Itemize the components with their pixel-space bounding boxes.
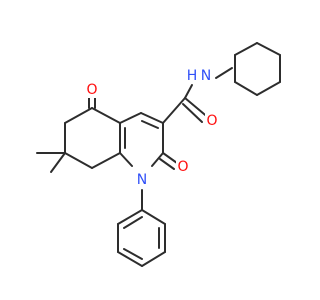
bond [162, 152, 178, 164]
bond [91, 152, 121, 169]
atom-mask [205, 113, 219, 129]
atom-labels: O N H O O N [85, 68, 219, 188]
bond [234, 42, 258, 56]
ring-nitrogen-label: N [137, 172, 147, 188]
atom-mask [85, 82, 99, 98]
bond [119, 112, 142, 124]
lactam-oxygen-label: O [177, 159, 188, 175]
bond [64, 152, 93, 169]
atom-mask [134, 172, 150, 188]
bond [50, 152, 66, 173]
bond [141, 209, 166, 225]
bond [91, 107, 121, 124]
bond [162, 97, 186, 124]
bond [117, 209, 143, 225]
amide-oxygen-label: O [206, 113, 217, 129]
bond [119, 152, 133, 167]
bond [151, 152, 164, 167]
bond [117, 251, 143, 267]
atom-mask [198, 68, 214, 84]
chemical-structure: O N H O O N [36, 42, 281, 267]
bond [141, 251, 166, 267]
bond [215, 67, 233, 79]
bond [256, 42, 281, 56]
bond [159, 158, 175, 170]
bond [256, 81, 281, 96]
amide-hydrogen-label: H [187, 68, 198, 84]
bond [182, 103, 203, 123]
bond [184, 84, 193, 99]
bond [123, 248, 143, 260]
ketone-oxygen-label: O [86, 82, 97, 98]
bond [140, 112, 164, 124]
bonds [36, 42, 281, 267]
atom-mask [176, 159, 190, 175]
bond [141, 120, 159, 129]
bond [123, 216, 143, 229]
amide-nitrogen-label: N [201, 68, 211, 84]
bond [234, 81, 258, 96]
bond [64, 107, 93, 124]
